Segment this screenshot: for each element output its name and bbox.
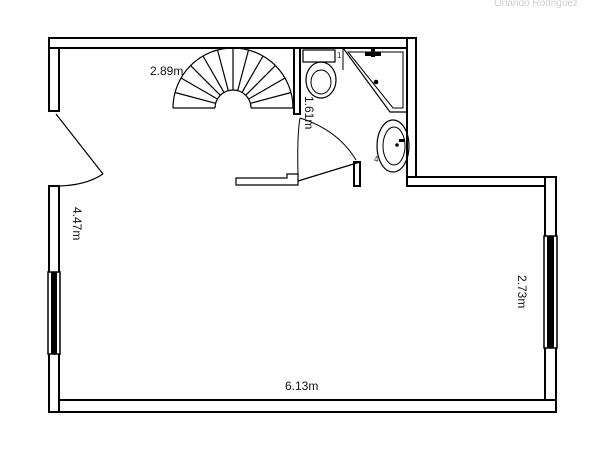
stair-tread	[174, 91, 216, 104]
window-icon	[47, 271, 61, 355]
basin-tap	[399, 139, 405, 142]
stair-tread	[180, 77, 218, 100]
dimension-label-stair: 2.89m	[150, 64, 183, 78]
dimension-label-left-wall: 4.47m	[70, 207, 84, 240]
inner-outline	[58, 47, 546, 401]
fixture-mark: 4	[374, 155, 379, 164]
stair-tread	[216, 49, 229, 91]
spiral-staircase-icon	[172, 47, 294, 109]
stair-tread	[202, 55, 225, 93]
seam-fill	[546, 178, 555, 185]
seam-fill	[408, 39, 415, 47]
wall-bath-right	[406, 37, 417, 181]
door-arc	[55, 173, 104, 187]
door-jambs	[49, 110, 59, 187]
stair-tread	[190, 65, 221, 96]
bath-partition-lower	[353, 161, 361, 187]
shower-icon	[341, 47, 408, 113]
wall-top	[48, 37, 417, 49]
shower-head	[371, 49, 375, 57]
dimension-label-bottom-wall: 6.13m	[285, 379, 318, 393]
seam-fill	[50, 39, 58, 47]
shower-inner	[346, 51, 404, 109]
basin-outer	[376, 119, 410, 173]
stair-tread	[245, 65, 276, 96]
wall-annex-top	[406, 176, 557, 187]
shower-tray	[341, 47, 408, 113]
shower-drain	[373, 79, 379, 85]
seam-fill	[408, 178, 415, 185]
washbasin-icon	[376, 119, 410, 173]
stair-tread	[241, 55, 264, 93]
door-swing-icon	[55, 113, 104, 187]
landing-wall	[235, 173, 299, 186]
door-leaf	[55, 113, 104, 175]
bath-door-leaf	[297, 117, 301, 175]
bath-door-arc	[299, 117, 357, 161]
toilet-tank	[302, 49, 336, 63]
toilet-icon	[302, 49, 337, 99]
basin-drain	[395, 143, 399, 147]
stair-inner-arc	[214, 89, 252, 109]
bathroom-partition	[293, 47, 361, 187]
toilet-bowl	[305, 61, 337, 99]
outer-outline	[48, 37, 557, 413]
stair-landing	[235, 117, 361, 186]
stair-tread	[237, 49, 250, 91]
dimension-label-hall: 1.61m	[302, 96, 316, 129]
stair-tread	[250, 91, 292, 104]
seam-fill	[50, 401, 58, 411]
toilet-seat	[310, 69, 332, 95]
outer-walls	[48, 37, 557, 413]
basin-inner	[382, 126, 406, 166]
seam-fill	[546, 401, 555, 411]
landing-rail	[297, 161, 361, 182]
wall-bottom	[48, 399, 557, 413]
credit-text: Orlando Rodriguez	[494, 0, 578, 9]
stair-tread	[248, 77, 286, 100]
bath-partition-upper	[293, 47, 301, 115]
window-icon	[543, 235, 558, 349]
dimension-label-right-wall: 2.73m	[515, 275, 529, 308]
fixture-mark: 1	[337, 51, 342, 60]
